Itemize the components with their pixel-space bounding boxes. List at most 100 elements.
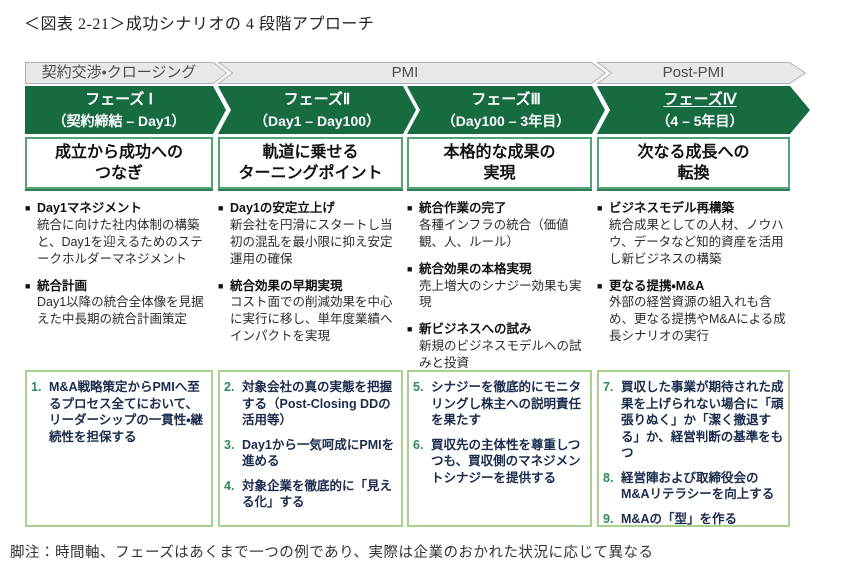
action-text: 買収先の主体性を尊重しつつも、買収側のマネジメントシナジーを提供する	[431, 437, 581, 485]
phase-arrow-4: フェーズⅣ （4 – 5年目）	[597, 86, 810, 134]
bullet-item: ■ Day1マネジメント 統合に向けた社内体制の構築と、Day1を迎えるためのス…	[25, 200, 213, 268]
square-bullet-icon: ■	[407, 203, 413, 213]
action-item: 5. シナジーを徹底的にモニタリングし株主への説明責任を果たす	[413, 379, 586, 429]
bullet-body: 外部の経営資源の組入れも含め、更なる提携やM&Aによる成長シナリオの実行	[609, 295, 786, 344]
bullet-title: ビジネスモデル再構築	[609, 201, 735, 215]
square-bullet-icon: ■	[407, 324, 413, 335]
phase-headline-1: 成立から成功への つなぎ	[25, 137, 213, 189]
action-text: M&A戦略策定からPMIへ至るプロセス全てにおいて、リーダーシップの一貫性・継続…	[49, 380, 204, 444]
action-box-4: 7. 買収した事業が期待された成果を上げられない場合に「頑張りぬく」か「潔く撤退…	[597, 370, 790, 527]
action-item: 7. 買収した事業が期待された成果を上げられない場合に「頑張りぬく」か「潔く撤退…	[603, 379, 784, 462]
action-text: 対象会社の真の実態を把握する（Post-Closing DDの活用等）	[242, 380, 393, 427]
bullet-item: ■ ビジネスモデル再構築 統合成果としての人材、ノウハウ、データなど知的資産を活…	[597, 200, 790, 268]
phase-bullets-1: ■ Day1マネジメント 統合に向けた社内体制の構築と、Day1を迎えるためのス…	[25, 200, 213, 382]
bullet-item: ■ 統合効果の早期実現 コスト面での削減効果を中心に実行に移し、単年度業績へイン…	[218, 278, 403, 346]
phase-arrow-row: フェーズ Ⅰ （契約締結 – Day1） フェーズⅡ （Day1 – Day10…	[25, 86, 810, 134]
timeline-band-pmi: PMI	[217, 62, 607, 84]
figure-title: ＜図表 2-21＞成功シナリオの 4 段階アプローチ	[24, 16, 375, 33]
bullet-title: 統合作業の完了	[419, 201, 507, 215]
square-bullet-icon: ■	[597, 280, 603, 291]
action-text: 対象企業を徹底的に「見える化」する	[242, 478, 393, 510]
phase-bullets-2: ■ Day1の安定立上げ 新会社を円滑にスタートし当初の混乱を最小限に抑え安定運…	[218, 200, 403, 382]
action-item: 2. 対象会社の真の実態を把握する（Post-Closing DDの活用等）	[224, 379, 397, 429]
bullet-body: コスト面での削減効果を中心に実行に移し、単年度業績へインパクトを実現	[230, 295, 393, 344]
bullet-body: 売上増大のシナジー効果も実現	[419, 278, 582, 310]
action-item: 8. 経営陣および取締役会のM&Aリテラシーを向上する	[603, 470, 784, 503]
action-box-row: 1. M&A戦略策定からPMIへ至るプロセス全てにおいて、リーダーシップの一貫性…	[25, 370, 790, 527]
phase-bullets-3: ■ 統合作業の完了 各種インフラの統合（価値観、人、ルール） ■ 統合効果の本格…	[407, 200, 592, 382]
action-text: 買収した事業が期待された成果を上げられない場合に「頑張りぬく」か「潔く撤退する」…	[621, 380, 784, 460]
bullet-title: 統合効果の早期実現	[230, 278, 343, 293]
phase-period: （4 – 5年目）	[656, 112, 744, 129]
bullet-item: ■ 更なる提携・M&A 外部の経営資源の組入れも含め、更なる提携やM&Aによる成…	[597, 278, 790, 346]
timeline-band-closing: 契約交渉・クロージング	[25, 62, 228, 84]
chevron-band-shape	[25, 62, 228, 84]
action-item: 4. 対象企業を徹底的に「見える化」する	[224, 478, 397, 511]
bullet-title: 新ビジネスへの試み	[419, 322, 532, 337]
action-item: 6. 買収先の主体性を尊重しつつも、買収側のマネジメントシナジーを提供する	[413, 437, 586, 487]
bullet-title: Day1の安定立上げ	[230, 201, 335, 215]
square-bullet-icon: ■	[218, 280, 224, 291]
phase-bullets-row: ■ Day1マネジメント 統合に向けた社内体制の構築と、Day1を迎えるためのス…	[25, 200, 790, 382]
bullet-title: 統合計画	[37, 278, 88, 293]
action-number: 2.	[224, 380, 235, 394]
action-text: 経営陣および取締役会のM&Aリテラシーを向上する	[621, 470, 775, 502]
action-number: 7.	[603, 380, 614, 394]
square-bullet-icon: ■	[407, 263, 413, 274]
chevron-band-shape	[217, 62, 607, 84]
phase-arrow-2: フェーズⅡ （Day1 – Day100）	[218, 86, 416, 134]
timeline-band-label: 契約交渉・クロージング	[41, 64, 197, 81]
phase-headline-2: 軌道に乗せる ターニングポイント	[218, 137, 403, 189]
chevron-band-shape	[596, 62, 807, 84]
bullet-item: ■ 統合計画 Day1以降の統合全体像を見据えた中長期の統合計画策定	[25, 278, 213, 329]
action-box-3: 5. シナジーを徹底的にモニタリングし株主への説明責任を果たす 6. 買収先の主…	[407, 370, 592, 527]
bullet-body: 統合に向けた社内体制の構築と、Day1を迎えるためのステークホルダーマネジメント	[37, 217, 203, 266]
action-text: シナジーを徹底的にモニタリングし株主への説明責任を果たす	[431, 380, 582, 427]
action-item: 1. M&A戦略策定からPMIへ至るプロセス全てにおいて、リーダーシップの一貫性…	[31, 379, 207, 445]
square-bullet-icon: ■	[597, 203, 603, 213]
action-text: Day1から一気呵成にPMIを進める	[242, 437, 395, 469]
square-bullet-icon: ■	[25, 203, 31, 213]
action-number: 6.	[413, 437, 424, 452]
phase-name: フェーズⅡ	[283, 90, 351, 108]
bullet-item: ■ 統合作業の完了 各種インフラの統合（価値観、人、ルール）	[407, 200, 592, 251]
phase-period: （契約締結 – Day1）	[52, 112, 186, 129]
bullet-body: 各種インフラの統合（価値観、人、ルール）	[419, 217, 569, 249]
action-box-2: 2. 対象会社の真の実態を把握する（Post-Closing DDの活用等） 3…	[218, 370, 403, 527]
bullet-title: 統合効果の本格実現	[419, 261, 532, 276]
timeline-band-post-pmi: Post-PMI	[596, 62, 807, 84]
bullet-item: ■ 統合効果の本格実現 売上増大のシナジー効果も実現	[407, 261, 592, 312]
action-number: 8.	[603, 470, 614, 485]
phase-period: （Day100 – 3年目）	[441, 112, 571, 129]
timeline-band-label: PMI	[391, 64, 419, 81]
timeline-band-row: 契約交渉・クロージング PMI Post-PMI	[25, 62, 807, 84]
phase-arrow-3: フェーズⅢ （Day100 – 3年目）	[407, 86, 605, 134]
phase-headline-row: 成立から成功への つなぎ 軌道に乗せる ターニングポイント 本格的な成果の 実現…	[25, 137, 790, 189]
bullet-item: ■ 新ビジネスへの試み 新規のビジネスモデルへの試みと投資	[407, 321, 592, 372]
phase-period: （Day1 – Day100）	[253, 112, 381, 129]
action-number: 9.	[603, 511, 614, 526]
phase-bullets-4: ■ ビジネスモデル再構築 統合成果としての人材、ノウハウ、データなど知的資産を活…	[597, 200, 790, 382]
action-item: 3. Day1から一気呵成にPMIを進める	[224, 437, 397, 470]
phase-arrow-1: フェーズ Ⅰ （契約締結 – Day1）	[25, 86, 226, 134]
action-number: 5.	[413, 380, 424, 394]
bullet-body: 新規のビジネスモデルへの試みと投資	[419, 339, 582, 370]
square-bullet-icon: ■	[218, 203, 224, 213]
bullet-title: Day1マネジメント	[37, 201, 142, 215]
phase-name: フェーズ Ⅰ	[85, 90, 153, 108]
phase-name: フェーズⅢ	[471, 90, 541, 108]
phase-headline-3: 本格的な成果の 実現	[407, 137, 592, 189]
bullet-body: Day1以降の統合全体像を見据えた中長期の統合計画策定	[37, 295, 204, 327]
bullet-body: 新会社を円滑にスタートし当初の混乱を最小限に抑え安定運用の確保	[230, 217, 393, 266]
bullet-body: 統合成果としての人材、ノウハウ、データなど知的資産を活用し新ビジネスの構築	[609, 217, 784, 266]
square-bullet-icon: ■	[25, 280, 31, 291]
timeline-band-label: Post-PMI	[662, 64, 725, 81]
action-box-1: 1. M&A戦略策定からPMIへ至るプロセス全てにおいて、リーダーシップの一貫性…	[25, 370, 213, 527]
phase-headline-4: 次なる成長への 転換	[597, 137, 790, 189]
bullet-item: ■ Day1の安定立上げ 新会社を円滑にスタートし当初の混乱を最小限に抑え安定運…	[218, 200, 403, 268]
action-item: 9. M&Aの「型」を作る	[603, 511, 784, 528]
bullet-title: 更なる提携・M&A	[609, 278, 705, 293]
action-number: 1.	[31, 380, 42, 394]
action-number: 3.	[224, 437, 235, 452]
